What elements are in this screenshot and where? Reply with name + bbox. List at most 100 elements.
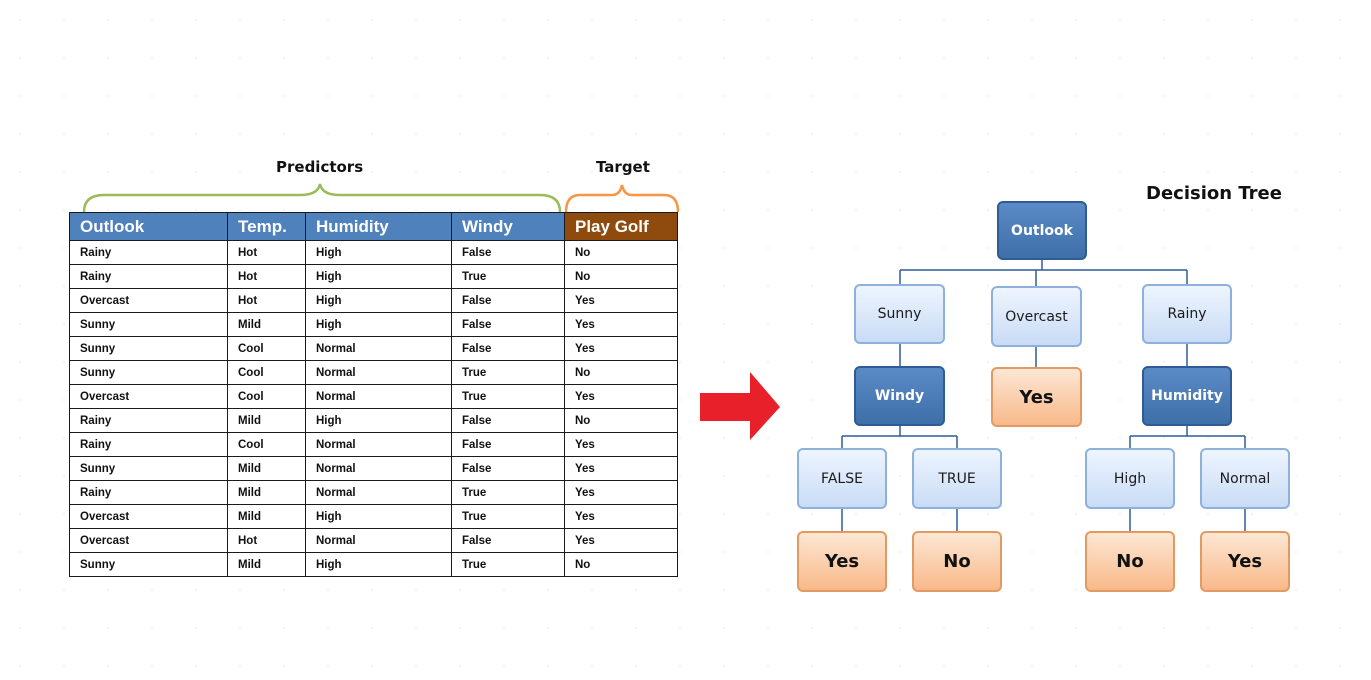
- node-windy: Windy: [854, 366, 945, 426]
- right-arrow-icon: [700, 372, 780, 440]
- cell-play-golf: No: [564, 264, 678, 289]
- cell-play-golf: No: [564, 240, 678, 265]
- cell-play-golf: Yes: [564, 480, 678, 505]
- header-humidity: Humidity: [305, 212, 452, 241]
- node-false-yes: Yes: [797, 531, 887, 592]
- cell-humidity: High: [305, 288, 452, 313]
- cell-temp: Cool: [227, 384, 306, 409]
- cell-humidity: Normal: [305, 456, 452, 481]
- cell-windy: False: [451, 288, 565, 313]
- node-humidity: Humidity: [1142, 366, 1232, 426]
- cell-temp: Mild: [227, 480, 306, 505]
- cell-play-golf: Yes: [564, 312, 678, 337]
- cell-windy: False: [451, 408, 565, 433]
- node-rainy: Rainy: [1142, 284, 1232, 344]
- golf-data-table: Outlook Temp. Humidity Windy Play Golf R…: [69, 212, 678, 577]
- cell-humidity: High: [305, 240, 452, 265]
- cell-temp: Hot: [227, 264, 306, 289]
- cell-temp: Hot: [227, 528, 306, 553]
- node-normal-yes: Yes: [1200, 531, 1290, 592]
- tree-connectors: [841, 260, 1246, 531]
- cell-humidity: Normal: [305, 336, 452, 361]
- node-true-no: No: [912, 531, 1002, 592]
- cell-outlook: Rainy: [69, 264, 228, 289]
- node-high-no: No: [1085, 531, 1175, 592]
- cell-windy: False: [451, 312, 565, 337]
- cell-humidity: Normal: [305, 432, 452, 457]
- cell-play-golf: Yes: [564, 504, 678, 529]
- cell-windy: False: [451, 528, 565, 553]
- cell-outlook: Sunny: [69, 360, 228, 385]
- node-normal: Normal: [1200, 448, 1290, 509]
- cell-outlook: Sunny: [69, 456, 228, 481]
- cell-outlook: Rainy: [69, 480, 228, 505]
- cell-windy: False: [451, 432, 565, 457]
- cell-outlook: Rainy: [69, 432, 228, 457]
- cell-outlook: Sunny: [69, 312, 228, 337]
- cell-outlook: Sunny: [69, 552, 228, 577]
- cell-play-golf: No: [564, 360, 678, 385]
- cell-outlook: Overcast: [69, 504, 228, 529]
- cell-windy: False: [451, 336, 565, 361]
- node-high: High: [1085, 448, 1175, 509]
- node-overcast: Overcast: [991, 286, 1082, 347]
- cell-play-golf: No: [564, 552, 678, 577]
- node-overcast-yes: Yes: [991, 367, 1082, 427]
- cell-temp: Mild: [227, 408, 306, 433]
- cell-temp: Mild: [227, 552, 306, 577]
- header-play-golf: Play Golf: [564, 212, 678, 241]
- cell-windy: True: [451, 264, 565, 289]
- cell-windy: True: [451, 480, 565, 505]
- cell-temp: Mild: [227, 504, 306, 529]
- cell-windy: False: [451, 240, 565, 265]
- cell-humidity: High: [305, 264, 452, 289]
- header-temp: Temp.: [227, 212, 306, 241]
- cell-windy: True: [451, 384, 565, 409]
- cell-outlook: Sunny: [69, 336, 228, 361]
- cell-temp: Hot: [227, 240, 306, 265]
- cell-temp: Cool: [227, 336, 306, 361]
- cell-windy: True: [451, 504, 565, 529]
- cell-play-golf: Yes: [564, 432, 678, 457]
- target-label: Target: [596, 158, 650, 176]
- cell-temp: Hot: [227, 288, 306, 313]
- cell-humidity: High: [305, 552, 452, 577]
- cell-humidity: High: [305, 504, 452, 529]
- cell-temp: Cool: [227, 432, 306, 457]
- header-windy: Windy: [451, 212, 565, 241]
- cell-outlook: Overcast: [69, 288, 228, 313]
- cell-windy: True: [451, 360, 565, 385]
- cell-windy: False: [451, 456, 565, 481]
- cell-outlook: Rainy: [69, 408, 228, 433]
- cell-humidity: Normal: [305, 528, 452, 553]
- cell-temp: Mild: [227, 312, 306, 337]
- node-sunny: Sunny: [854, 284, 945, 344]
- node-true: TRUE: [912, 448, 1002, 509]
- node-outlook: Outlook: [997, 201, 1087, 260]
- cell-play-golf: No: [564, 408, 678, 433]
- node-false: FALSE: [797, 448, 887, 509]
- cell-play-golf: Yes: [564, 288, 678, 313]
- cell-play-golf: Yes: [564, 528, 678, 553]
- cell-humidity: High: [305, 408, 452, 433]
- cell-temp: Cool: [227, 360, 306, 385]
- cell-outlook: Overcast: [69, 528, 228, 553]
- decision-tree-title: Decision Tree: [1146, 183, 1282, 204]
- cell-play-golf: Yes: [564, 456, 678, 481]
- cell-humidity: Normal: [305, 384, 452, 409]
- cell-humidity: Normal: [305, 360, 452, 385]
- cell-temp: Mild: [227, 456, 306, 481]
